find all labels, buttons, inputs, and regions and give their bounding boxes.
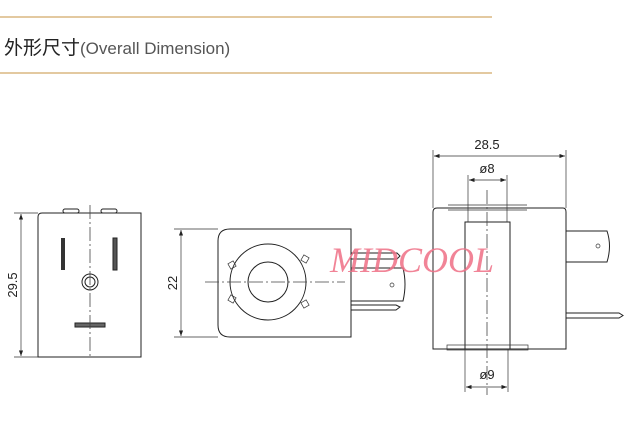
header-top-rule (0, 16, 492, 18)
dimension-height-label: 29.5 (5, 272, 20, 297)
title-english: (Overall Dimension) (80, 39, 231, 58)
dimension-width-label: 22 (165, 276, 180, 290)
front-view: 29.5 (5, 205, 142, 358)
section-title: 外形尺寸(Overall Dimension) (4, 33, 230, 60)
top-view: 28.5 ø8 ø9 (432, 137, 624, 395)
dimension-length-label: 28.5 (474, 137, 499, 152)
title-chinese: 外形尺寸 (4, 38, 81, 59)
header-bottom-rule (0, 72, 492, 74)
side-view: 22 (165, 228, 406, 338)
dimension-outer-diameter-label: ø9 (479, 367, 494, 382)
watermark: MIDCOOL (329, 240, 494, 280)
dimension-inner-diameter-label: ø8 (479, 161, 494, 176)
